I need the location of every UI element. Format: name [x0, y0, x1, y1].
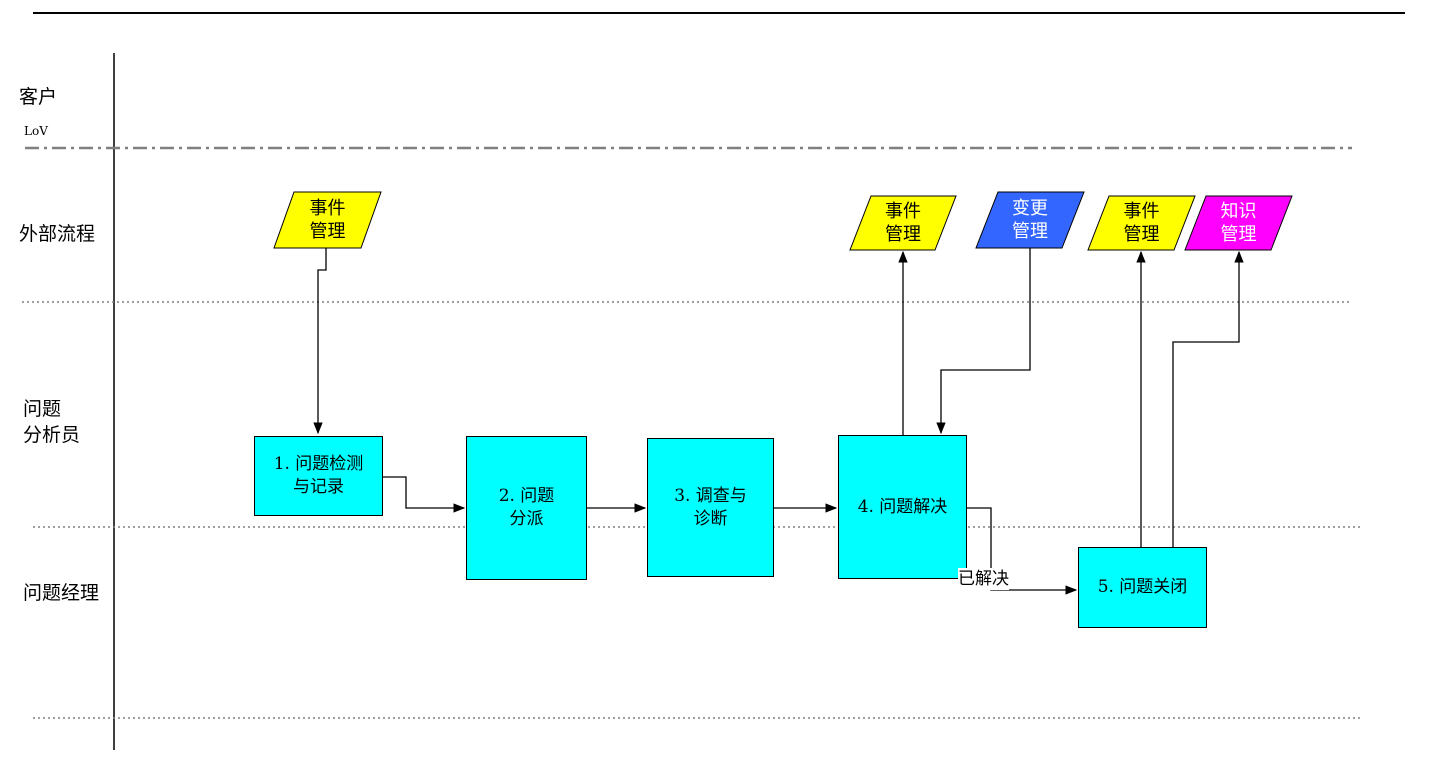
parallelogram-incident-1: [273, 191, 382, 249]
lane-label-lov: LoV: [24, 124, 48, 138]
arrow-step1-to-step2: [383, 476, 466, 513]
lane-label-external: 外部流程: [19, 223, 96, 245]
external-change-label: 变更 管理: [1012, 198, 1048, 242]
process-step-2: 2. 问题 分派: [466, 436, 587, 580]
process-step-4: 4. 问题解决: [838, 435, 967, 579]
arrow-change-to-step4: [936, 248, 1031, 435]
parallelogram-knowledge: [1184, 195, 1293, 251]
external-incident-2-label: 事件 管理: [885, 201, 921, 245]
external-incident-3-label: 事件 管理: [1123, 201, 1160, 245]
lane-label-manager: 问题经理: [23, 582, 100, 604]
process-step-1: 1. 问题检测 与记录: [254, 436, 383, 516]
arrow-step4-to-step5: [967, 507, 1078, 595]
lane-label-customer: 客户: [19, 86, 58, 108]
parallelogram-incident-2: [849, 195, 957, 251]
external-knowledge-label: 知识 管理: [1220, 201, 1257, 245]
process-step-5: 5. 问题关闭: [1078, 547, 1207, 628]
parallelogram-incident-3: [1087, 195, 1196, 251]
lane-label-analyst: 问题 分析员: [23, 398, 81, 446]
external-incident-1-label: 事件 管理: [309, 198, 346, 242]
edge-label-resolved: 已解决: [958, 568, 1009, 590]
arrow-incident-to-step1: [313, 248, 327, 435]
parallelogram-change: [975, 191, 1085, 249]
arrow-step5-to-knowledge: [1172, 250, 1244, 547]
process-step-3: 3. 调查与 诊断: [647, 438, 774, 577]
